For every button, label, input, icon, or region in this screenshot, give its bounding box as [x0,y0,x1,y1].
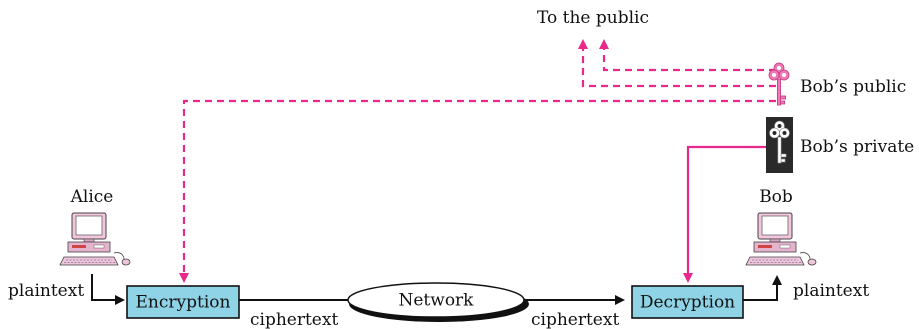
plaintext-input-line [91,274,125,305]
plaintext-output-line [742,275,782,301]
decryption-box: Decryption [631,285,744,319]
bob-label: Bob [759,187,793,207]
to-public-label: To the public [537,8,649,28]
network-ellipse: Network [347,282,529,322]
public-key-path-to-encryption [179,99,776,283]
ciphertext-left-label: ciphertext [250,310,338,329]
bobs-public-key-label: Bob’s public [800,77,906,97]
plaintext-left-label: plaintext [8,281,84,301]
bobs-private-key-label: Bob’s private [800,137,914,157]
public-key-distribution-paths [179,39,776,283]
decryption-label: Decryption [640,293,735,313]
private-key-path-to-decryption [683,145,766,283]
encryption-box: Encryption [126,285,240,319]
bob-computer-icon [745,212,817,266]
public-key-icon [768,62,790,106]
network-label: Network [399,291,475,311]
ciphertext-right-label: ciphertext [531,310,619,329]
plaintext-right-label: plaintext [793,281,869,301]
alice-computer-icon [59,212,131,266]
encryption-label: Encryption [136,293,231,313]
public-key-path-public-1 [578,39,776,88]
data-flow-lines [91,274,782,305]
public-key-path-public-2 [599,39,776,72]
alice-label: Alice [70,187,114,207]
private-key-icon [766,117,793,173]
